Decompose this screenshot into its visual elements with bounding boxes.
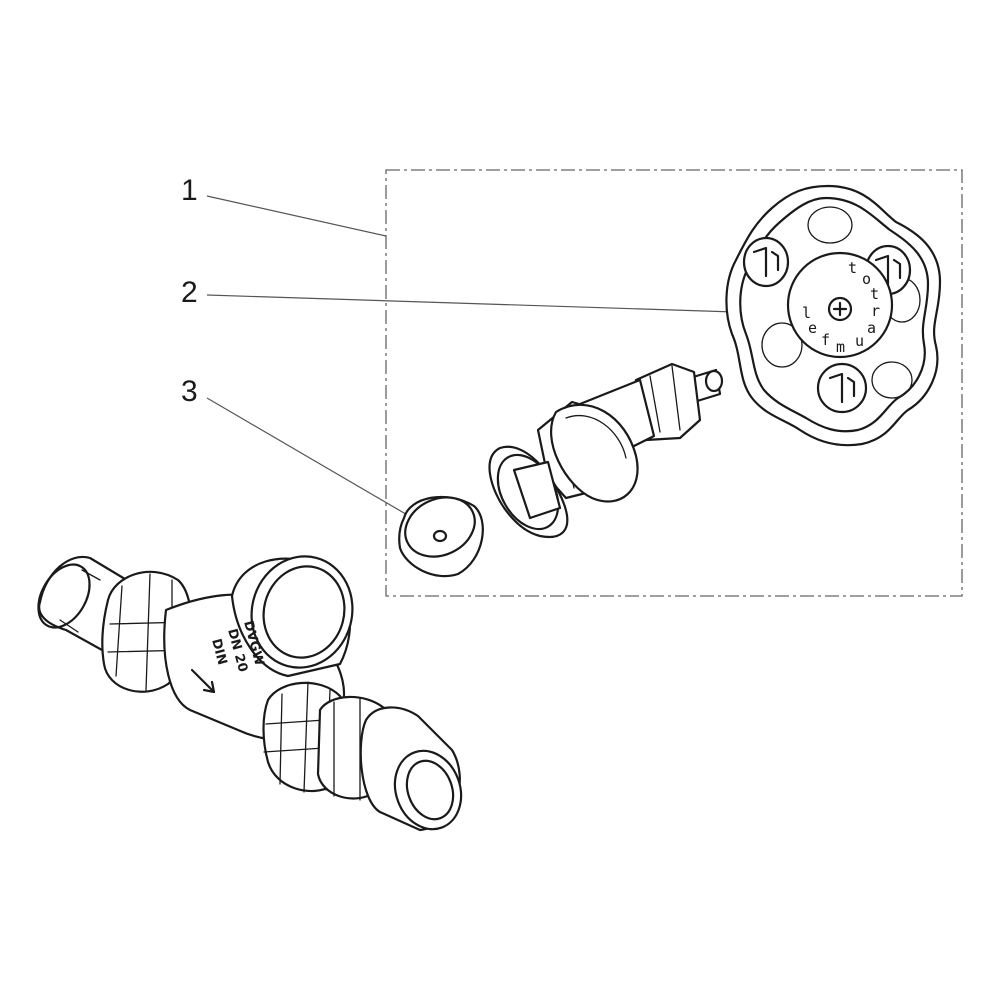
leader-line-3 (206, 397, 429, 528)
svg-text:o: o (862, 270, 871, 288)
leader-line-2 (206, 294, 736, 313)
handwheel-logo-top (742, 236, 790, 288)
svg-text:r: r (871, 302, 880, 320)
bonnet-opening-outer (250, 555, 354, 669)
svg-text:t: t (848, 259, 857, 277)
callout-2-label: 2 (181, 276, 198, 309)
bonnet-opening-inner (262, 565, 346, 659)
callout-1-label: 1 (181, 174, 198, 207)
svg-text:e: e (808, 319, 817, 337)
disc-washer (398, 495, 484, 578)
handwheel-hub-lettering: t o t r a u m f e l (802, 259, 880, 356)
svg-text:f: f (821, 331, 830, 349)
svg-text:a: a (867, 319, 876, 337)
valve-body: DVGW DN 20 DIN (37, 555, 463, 832)
svg-text:l: l (802, 304, 811, 322)
outlet-opening-inner (405, 759, 455, 821)
handwheel: t o t r a u m f e l (725, 184, 942, 447)
svg-text:t: t (870, 285, 879, 303)
leader-line-1 (206, 195, 387, 237)
svg-text:u: u (855, 332, 864, 350)
assembly-boundary-box (385, 169, 963, 597)
svg-text:m: m (836, 338, 845, 356)
svg-text:DIN: DIN (208, 637, 229, 666)
valve-spindle-assembly (488, 362, 724, 538)
washer-center-hole (432, 529, 448, 543)
handwheel-logo-bottom (816, 362, 868, 414)
callout-3-label: 3 (181, 375, 198, 408)
flow-direction-arrow (190, 668, 216, 694)
